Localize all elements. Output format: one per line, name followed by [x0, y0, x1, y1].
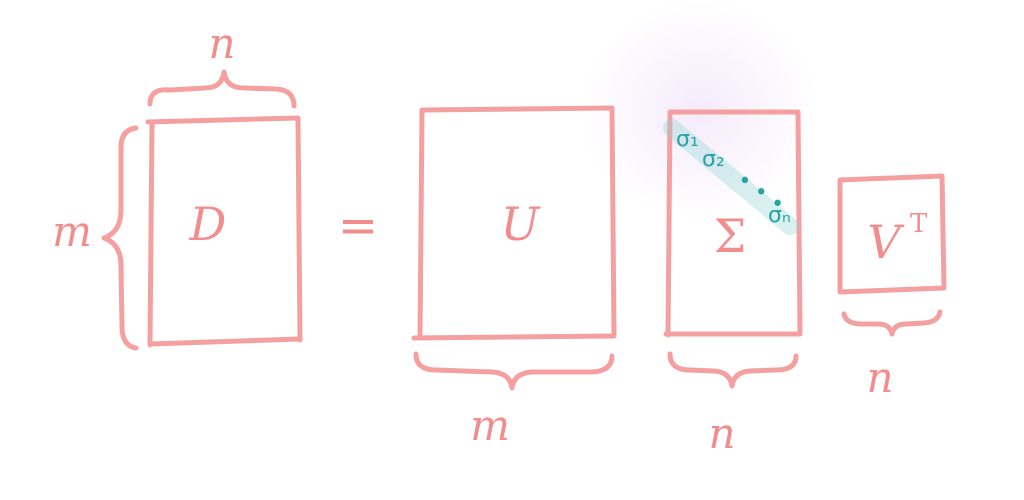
dim-vt-width: n: [866, 353, 893, 402]
equals-sign: =: [338, 198, 378, 254]
matrix-sigma-label: Σ: [714, 209, 747, 263]
sigma-2: σ₂: [702, 147, 725, 172]
brace-d-left: [101, 125, 139, 351]
dim-sigma-width: n: [708, 409, 735, 458]
diagonal-highlight: [663, 119, 799, 235]
matrix-u-label: U: [501, 197, 542, 251]
matrix-d-box: [145, 115, 303, 348]
brace-d-top: [147, 69, 297, 109]
dim-u-width: m: [470, 401, 510, 450]
dim-d-width: n: [208, 19, 235, 68]
brace-sigma-bottom: [667, 351, 799, 389]
matrix-vt-label: V: [867, 215, 905, 269]
matrix-vt-superscript: T: [910, 209, 928, 239]
matrix-sigma-box: [663, 109, 803, 338]
matrix-d: D: [145, 115, 303, 348]
matrix-d-label: D: [189, 197, 227, 251]
matrix-vt-box: [837, 173, 947, 295]
brace-vt-bottom: [841, 309, 943, 337]
sigma-1: σ₁: [676, 127, 699, 152]
matrix-u-box: [411, 105, 617, 341]
matrix-u: U: [411, 105, 617, 341]
sigma-n: σₙ: [768, 203, 791, 228]
matrix-vt: V T: [837, 173, 947, 295]
dim-d-height: m: [52, 207, 92, 256]
brace-u-bottom: [413, 351, 615, 391]
